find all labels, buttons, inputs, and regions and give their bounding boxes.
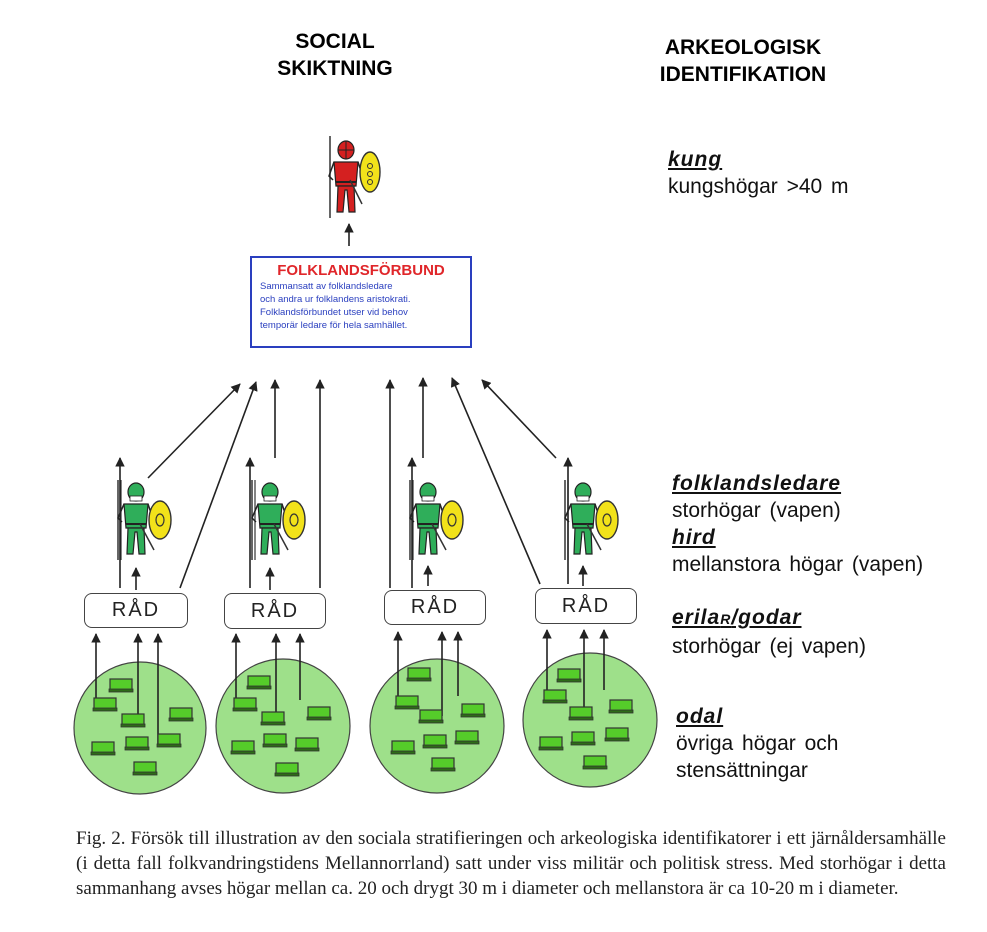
category-hird: hird mellanstora högar (vapen) <box>672 524 923 578</box>
federation-line-3: Folklandsförbundet utser vid behov <box>260 307 408 318</box>
category-odal: odal övriga högar och stensättningar <box>676 703 838 784</box>
federation-box: FOLKLANDSFÖRBUND Sammansatt av folklands… <box>250 256 472 348</box>
category-erilar-desc: storhögar (ej vapen) <box>672 635 866 658</box>
council-box-2: RÅD <box>224 593 326 629</box>
heading-arch-line2: IDENTIFIKATION <box>659 63 827 86</box>
federation-title: FOLKLANDSFÖRBUND <box>277 262 445 279</box>
figure-caption: Fig. 2. Försök till illustration av den … <box>76 828 946 899</box>
category-erilar-title: erilaR/godar <box>672 604 866 633</box>
category-kung-title: kung <box>668 148 723 171</box>
federation-line-1: Sammansatt av folklandsledare <box>260 281 393 292</box>
settlement-circle-2 <box>215 658 351 794</box>
heading-arch: ARKEOLOGISK IDENTIFIKATION <box>628 34 858 88</box>
heading-social-line2: SKIKTNING <box>277 57 393 80</box>
erilar-title-small: R <box>720 611 732 627</box>
warrior-figure-2 <box>251 479 306 561</box>
category-odal-desc-line2: stensättningar <box>676 759 808 782</box>
council-box-1: RÅD <box>84 593 188 628</box>
category-hird-title: hird <box>672 526 716 549</box>
category-folklandsledare: folklandsledare storhögar (vapen) <box>672 470 841 524</box>
category-erilar: erilaR/godar storhögar (ej vapen) <box>672 604 866 660</box>
category-odal-desc-line1: övriga högar och <box>676 732 839 755</box>
erilar-title-main: erila <box>672 606 721 629</box>
settlement-circle-3 <box>369 658 505 794</box>
warrior-figure-3 <box>409 479 464 561</box>
council-box-3: RÅD <box>384 590 486 625</box>
category-folklandsledare-title: folklandsledare <box>672 472 842 495</box>
heading-arch-line1: ARKEOLOGISK <box>664 36 822 59</box>
king-figure <box>328 136 381 218</box>
warrior-figure-1 <box>117 479 172 561</box>
category-kung-desc: kungshögar >40 m <box>668 175 849 198</box>
category-hird-desc: mellanstora högar (vapen) <box>672 553 924 576</box>
federation-line-2: och andra ur folklandens aristokrati. <box>260 294 411 305</box>
arrows-to-council <box>91 629 609 746</box>
category-kung: kung kungshögar >40 m <box>668 146 849 200</box>
category-folklandsledare-desc: storhögar (vapen) <box>672 499 841 522</box>
erilar-title-rest: /godar <box>731 606 802 629</box>
settlement-circle-1 <box>73 661 207 795</box>
federation-line-4: temporär ledare för hela samhället. <box>260 320 408 331</box>
heading-social: SOCIAL SKIKTNING <box>240 28 430 82</box>
warrior-figure-4 <box>564 479 619 561</box>
category-odal-title: odal <box>676 705 724 728</box>
council-box-4: RÅD <box>535 588 637 624</box>
heading-social-line1: SOCIAL <box>295 30 375 53</box>
arrows-to-federation <box>115 377 573 589</box>
